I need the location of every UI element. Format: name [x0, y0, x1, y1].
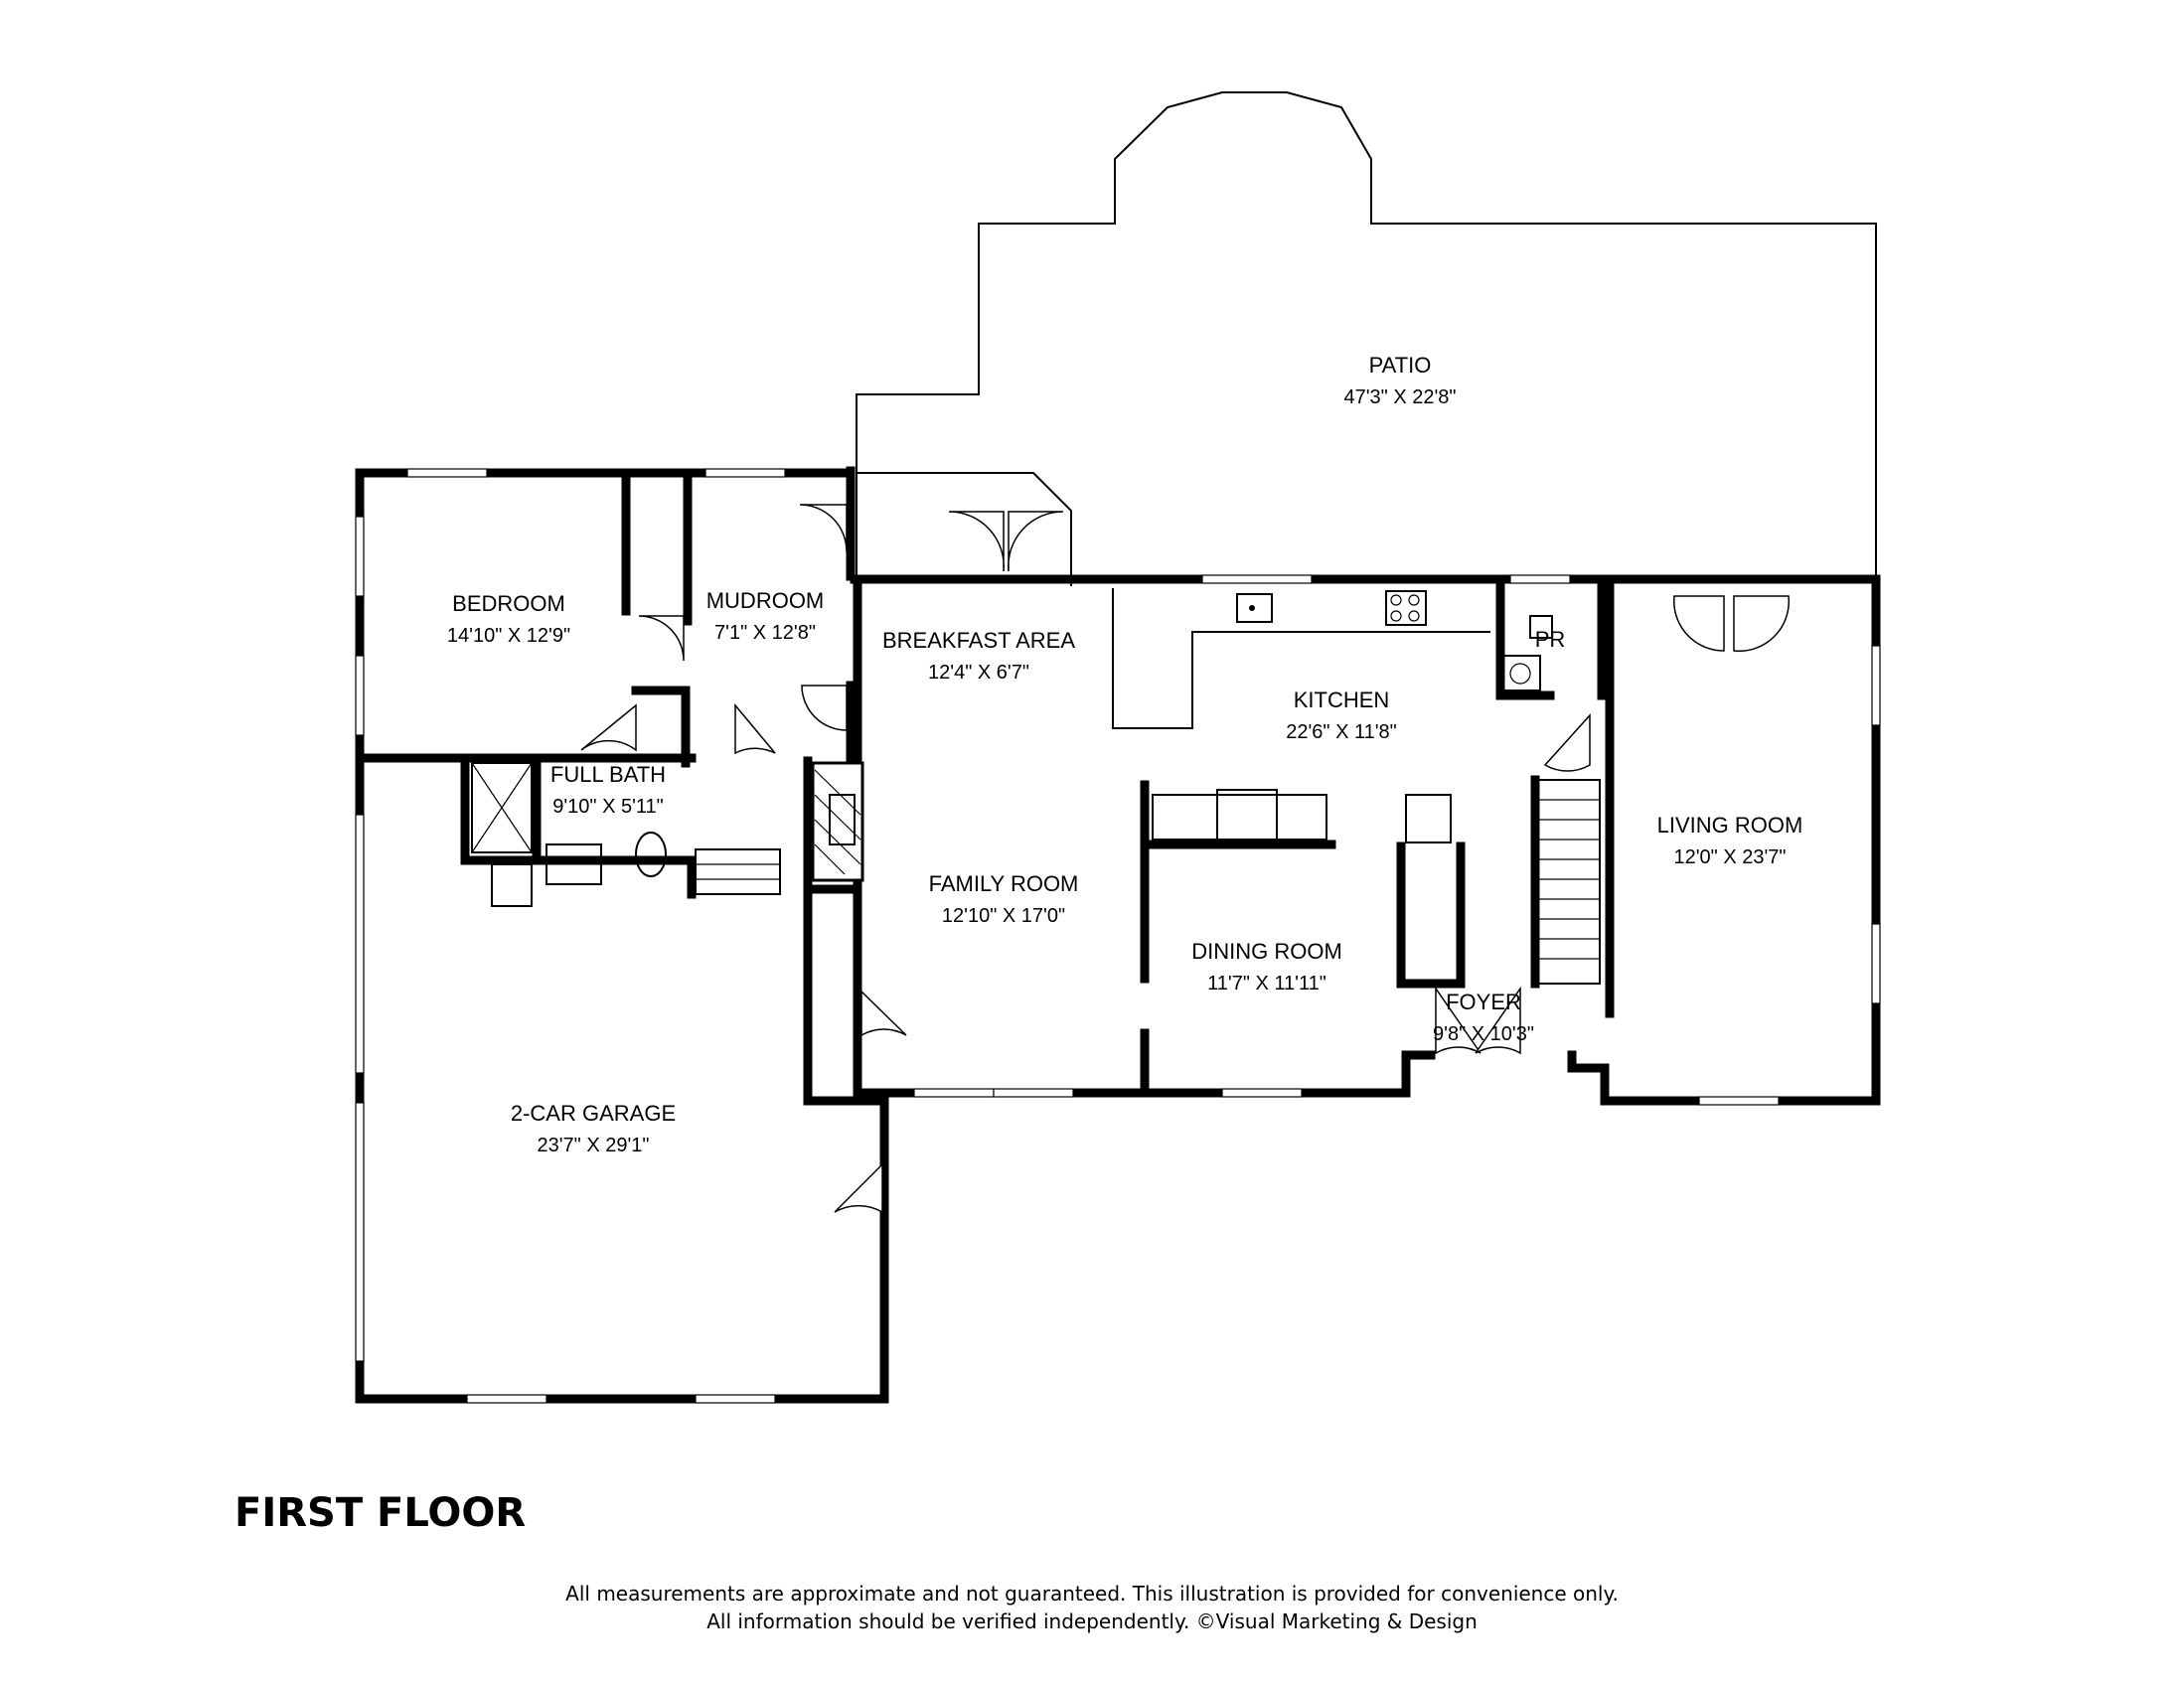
kitchen-counters — [1112, 588, 1490, 843]
pr-name: PR — [1535, 627, 1566, 652]
garage-dims: 23'7" X 29'1" — [537, 1135, 649, 1156]
kitchen-name: KITCHEN — [1294, 688, 1390, 712]
mudroom-dims: 7'1" X 12'8" — [714, 622, 816, 644]
breakfast-name: BREAKFAST AREA — [882, 628, 1075, 653]
dining-room-name: DINING ROOM — [1191, 939, 1342, 964]
living-room-dims: 12'0" X 23'7" — [1673, 846, 1786, 868]
room-labels: PATIO 47'3" X 22'8" BEDROOM 14'10" X 12'… — [447, 353, 1802, 1156]
breakfast-dims: 12'4" X 6'7" — [928, 662, 1029, 684]
foyer-dims: 9'8" X 10'3" — [1433, 1023, 1534, 1045]
patio-outline — [856, 91, 1877, 586]
bedroom-dims: 14'10" X 12'9" — [447, 625, 570, 647]
garage-name: 2-CAR GARAGE — [511, 1101, 676, 1126]
foyer-name: FOYER — [1446, 990, 1521, 1014]
dining-room-dims: 11'7" X 11'11" — [1207, 973, 1326, 994]
fireplace — [811, 761, 864, 882]
floor-title: FIRST FLOOR — [234, 1490, 527, 1536]
family-room-dims: 12'10" X 17'0" — [942, 905, 1065, 927]
bedroom-name: BEDROOM — [452, 591, 565, 616]
living-room-name: LIVING ROOM — [1657, 813, 1803, 838]
doors — [580, 504, 1791, 1214]
stairs — [695, 779, 1601, 985]
patio-name: PATIO — [1369, 353, 1432, 378]
full-bath-name: FULL BATH — [550, 762, 666, 787]
disclaimer-line-2: All information should be verified indep… — [706, 1609, 1478, 1633]
mudroom-name: MUDROOM — [706, 588, 825, 613]
family-room-name: FAMILY ROOM — [929, 871, 1079, 896]
walls — [355, 466, 1881, 1404]
windows — [355, 468, 1881, 1404]
patio-dims: 47'3" X 22'8" — [1343, 386, 1456, 408]
bath-fixtures — [471, 615, 1553, 907]
disclaimer-line-1: All measurements are approximate and not… — [565, 1582, 1619, 1606]
kitchen-dims: 22'6" X 11'8" — [1286, 721, 1397, 743]
full-bath-dims: 9'10" X 5'11" — [552, 796, 664, 818]
